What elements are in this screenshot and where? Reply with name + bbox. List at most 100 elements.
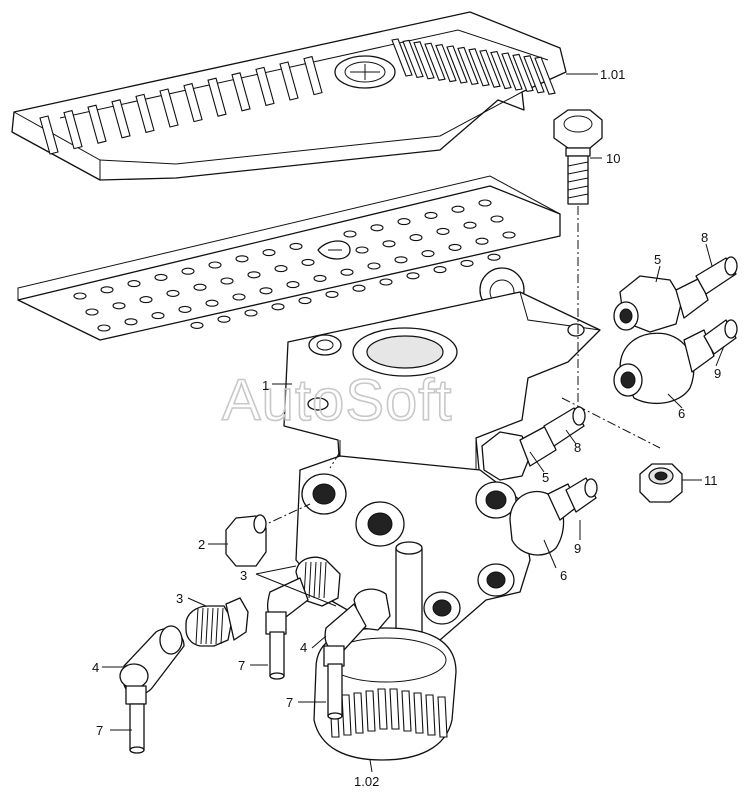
plate-hole [490,215,504,223]
callout-3-left: 3 [176,591,183,606]
plate-hole [301,258,315,266]
thread-line [205,607,209,645]
plate-hole [355,246,369,254]
watermark-text: AutoSoft [222,368,452,433]
cap-rib [365,690,376,732]
plate-hole [343,230,357,238]
fitting-5-lower [481,425,557,481]
bolt-part-10 [553,109,603,205]
plug-part-2 [225,514,267,567]
plate-hole [487,253,501,261]
cover-slot-left [63,109,83,150]
callout-6-lower: 6 [560,568,567,583]
plate-hole [232,293,246,301]
plate-hole [217,315,231,323]
cover-slot-left [87,104,107,144]
callout-7-right: 7 [286,695,293,710]
tube-9-upper [703,319,738,355]
cover-slot-left [135,93,155,134]
cap-rib [389,688,400,730]
plate-hole [397,218,411,226]
plate-hole [421,250,435,258]
plate-hole [259,287,273,295]
callout-5-upper: 5 [654,252,661,267]
callout-1-01: 1.01 [600,67,625,82]
cover-slot-right [435,43,457,83]
plate-hole [220,277,234,285]
thread-line [195,607,199,645]
cap-rib [401,690,412,732]
plate-hole [352,284,366,292]
plate-hole [379,278,393,286]
fitting-5-upper [613,275,709,333]
callout-1: 1 [262,378,269,393]
plate-hole [433,266,447,274]
plate-hole [208,261,222,269]
cover-slot-right [534,56,556,95]
callout-5-lower: 5 [542,470,549,485]
tube-8-lower [543,406,586,447]
plate-hole [475,237,489,245]
tube-part-7-left [129,703,145,754]
plate-hole [367,262,381,270]
plate-hole [451,205,465,213]
thread-line [323,561,327,599]
plate-hole [181,267,195,275]
thread-line [215,607,219,645]
elbow-part-4-right [323,603,367,667]
plate-hole [151,312,165,320]
plate-hole [394,256,408,264]
cover-slot-right [391,38,413,77]
plate-hole [97,324,111,332]
callout-6-upper: 6 [678,406,685,421]
cap-rib [437,696,448,738]
cover-slot-left [39,115,59,155]
plate-hole [274,265,288,273]
pedal-plate [17,175,561,341]
plate-hole [271,303,285,311]
plate-hole [340,268,354,276]
cover-slot-left [303,55,323,96]
plate-hole [289,242,303,250]
callout-11: 11 [704,473,718,488]
elbow-part-4-left [119,625,185,705]
plate-hole [85,308,99,316]
plate-hole [244,309,258,317]
plate-hole [370,224,384,232]
cover-slot-right [468,48,490,87]
connector-part-3-center [295,556,341,607]
plate-hole [100,286,114,294]
fitting-axis-line [329,451,341,469]
callout-3-center: 3 [240,568,247,583]
nut-part-11 [639,463,683,503]
plate-hole [460,259,474,267]
cover-slot-left [255,66,275,107]
cover-slot-left [159,88,179,128]
plate-hole [448,243,462,251]
cover-slot-right [457,46,479,86]
callout-labels: 1.01 10 8 5 9 6 1 8 5 11 2 9 6 3 3 4 4 7… [92,67,721,789]
cover-slot-left [111,99,131,139]
cover-slot-right [446,45,468,84]
plate-hole [313,274,327,282]
cover-slot-left [279,61,299,101]
pedal-cover-part-1-01 [11,11,567,181]
plate-hole [298,297,312,305]
callout-7-center: 7 [238,658,245,673]
cover-slot-right [501,52,523,91]
thread-line [200,607,204,645]
leader-lines [102,73,725,773]
cover-slot-right [424,42,446,81]
plate-hole [463,221,477,229]
plate-hole [166,289,180,297]
plate-hole [190,321,204,329]
cover-slot-left [183,82,203,123]
thread-line [220,607,224,645]
cover-slot-right [413,41,435,80]
plate-hole [127,280,141,288]
callout-1-02: 1.02 [354,774,379,789]
cap-rib [377,688,388,730]
tube-part-7-center [269,631,285,680]
cover-slot-right [490,50,512,90]
